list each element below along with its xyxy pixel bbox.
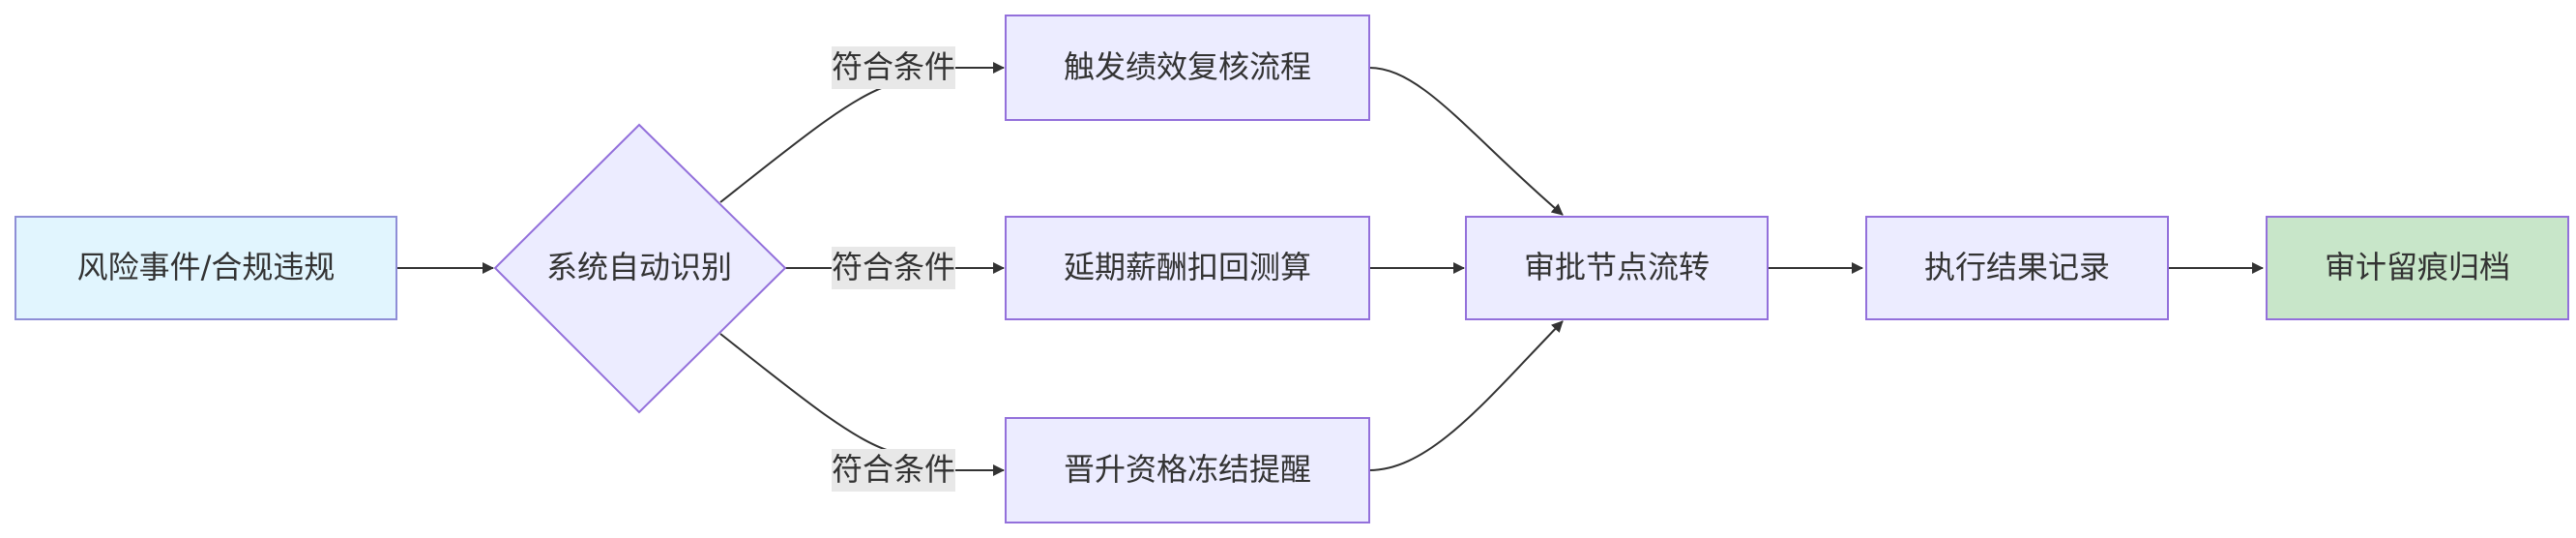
node-decision-label: 系统自动识别 (546, 249, 732, 285)
node-approval-label: 审批节点流转 (1524, 249, 1710, 285)
edge-label-top-text: 符合条件 (832, 48, 955, 85)
node-start-label: 风险事件/合规违规 (77, 249, 336, 285)
edge-label-bottom: 符合条件 (832, 449, 955, 492)
edge-top-to-approval (1368, 67, 1564, 216)
node-archive-label: 审计留痕归档 (2325, 249, 2510, 285)
edge-label-mid-bg (832, 247, 955, 289)
node-branch-bottom-label: 晋升资格冻结提醒 (1064, 451, 1311, 488)
node-record-label: 执行结果记录 (1924, 249, 2110, 285)
edge-decision-to-top (719, 84, 891, 203)
node-archive[interactable]: 审计留痕归档 (2266, 216, 2569, 320)
edge-decision-to-bottom (719, 333, 891, 452)
node-record-box (1865, 216, 2169, 320)
node-decision-diamond (493, 123, 787, 414)
edge-bottom-to-approval (1368, 320, 1564, 471)
node-branch-top-label: 触发绩效复核流程 (1064, 48, 1311, 85)
node-archive-box (2266, 216, 2569, 320)
node-branch-mid-label: 延期薪酬扣回测算 (1064, 249, 1311, 285)
edge-label-top-bg (832, 46, 955, 89)
edge-label-top: 符合条件 (832, 46, 955, 89)
edge-label-bottom-bg (832, 449, 955, 492)
node-start-box (15, 216, 397, 320)
node-branch-bottom[interactable]: 晋升资格冻结提醒 (1005, 417, 1370, 523)
node-branch-mid-box (1005, 216, 1370, 320)
edge-label-mid: 符合条件 (832, 247, 955, 289)
node-branch-bottom-box (1005, 417, 1370, 523)
node-decision[interactable]: 系统自动识别 (493, 123, 787, 414)
node-approval[interactable]: 审批节点流转 (1465, 216, 1769, 320)
node-branch-mid[interactable]: 延期薪酬扣回测算 (1005, 216, 1370, 320)
node-record[interactable]: 执行结果记录 (1865, 216, 2169, 320)
edge-label-mid-text: 符合条件 (832, 249, 955, 285)
node-approval-box (1465, 216, 1769, 320)
node-branch-top-box (1005, 15, 1370, 121)
node-branch-top[interactable]: 触发绩效复核流程 (1005, 15, 1370, 121)
node-start[interactable]: 风险事件/合规违规 (15, 216, 397, 320)
edges (396, 62, 2264, 476)
edge-label-bottom-text: 符合条件 (832, 451, 955, 488)
